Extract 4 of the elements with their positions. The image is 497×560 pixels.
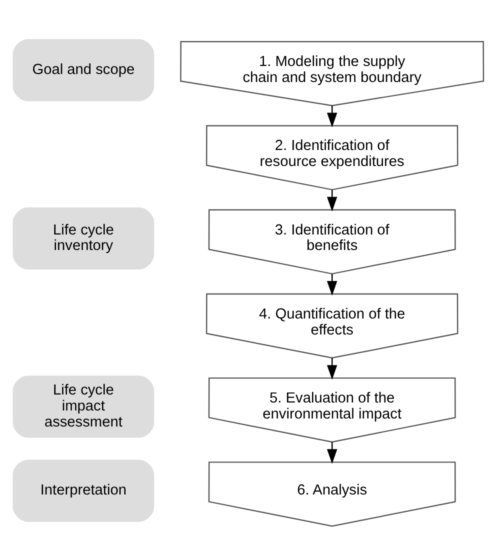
node-box: Interpretation [12, 459, 154, 522]
node-box: Life cycle impact assessment [12, 375, 154, 438]
node-box: Goal and scope [12, 38, 154, 101]
node-box: Life cycle inventory [12, 206, 154, 270]
